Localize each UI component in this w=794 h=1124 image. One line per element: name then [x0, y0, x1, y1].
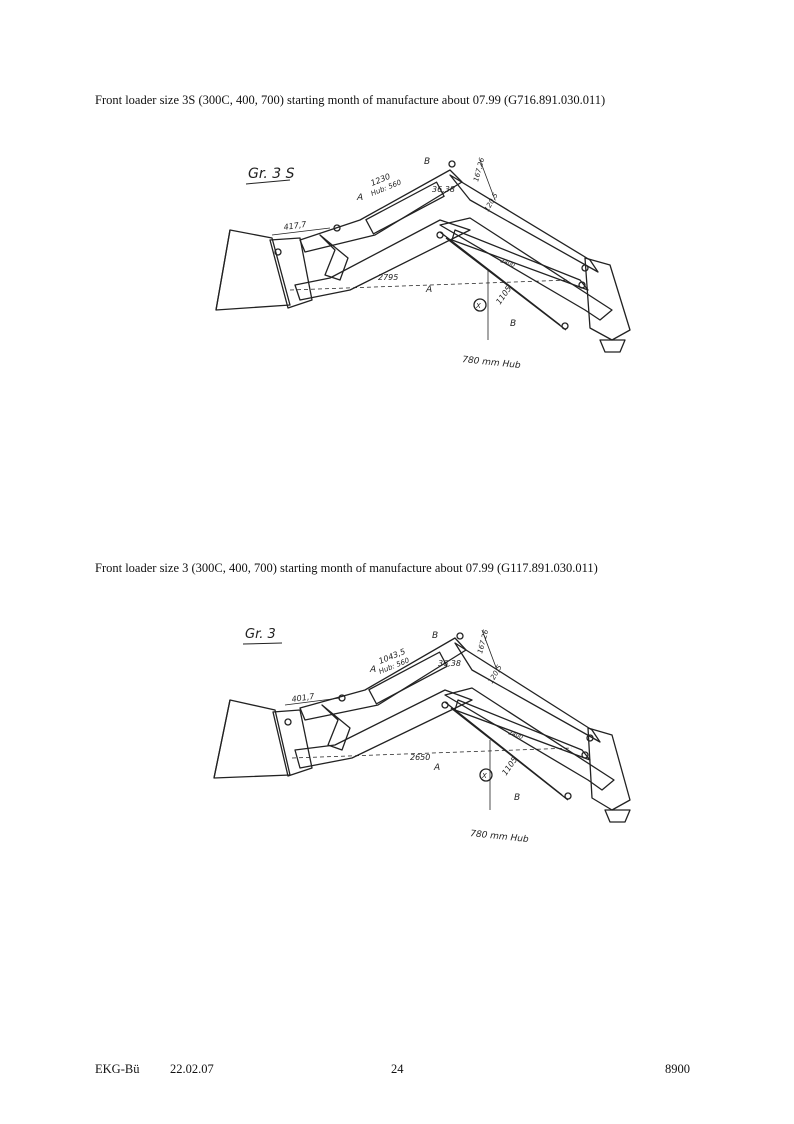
sketch-title: Gr. 3 S — [248, 166, 295, 182]
footer-author: EKG-Bü — [95, 1062, 140, 1076]
dim-long: 2650 — [410, 753, 430, 762]
dim-right-top: 167,26 — [472, 156, 486, 182]
label-a-bottom: A — [433, 763, 440, 773]
footer-page-number: 24 — [391, 1062, 404, 1076]
dim-right-mid: 120,5 — [487, 663, 504, 685]
label-b-bottom: B — [510, 319, 516, 329]
label-a-bottom: A — [425, 285, 432, 295]
caption-section-1: Front loader size 3S (300C, 400, 700) st… — [95, 93, 606, 107]
label-a-top: A — [356, 193, 363, 203]
dim-arm: 2400 — [507, 729, 524, 741]
footer-code: 8900 — [665, 1062, 690, 1076]
dim-right-top: 167,26 — [476, 628, 490, 654]
label-b-bottom: B — [514, 793, 520, 803]
dim-stroke-bottom: 780 mm Hub — [462, 355, 522, 371]
dim-left: 417,7 — [283, 220, 308, 232]
dim-left: 401,7 — [291, 692, 316, 704]
dim-lower: 1105 — [494, 284, 513, 306]
dim-upper: 36,38 — [438, 659, 461, 668]
label-x: X — [475, 302, 481, 310]
front-loader-sketch-3s: Gr. 3 S 1230 Hub: 560 417,7 36,38 167,26… — [215, 156, 631, 371]
front-loader-sketch-3: Gr. 3 1043,5 Hub: 560 401,7 36,38 167,26… — [213, 627, 631, 845]
dim-right-mid: 120,5 — [483, 191, 500, 213]
label-b-top: B — [432, 631, 438, 641]
dim-stroke-bottom: 780 mm Hub — [470, 829, 530, 845]
label-x: X — [481, 772, 487, 780]
label-b-top: B — [424, 157, 430, 167]
footer-date: 22.02.07 — [170, 1062, 214, 1076]
dim-long: 2795 — [378, 273, 398, 282]
dim-lower: 1105 — [500, 755, 519, 777]
label-a-top: A — [369, 665, 376, 675]
dim-upper: 36,38 — [432, 185, 455, 194]
dim-arm: 2400 — [499, 257, 516, 269]
sketch-title: Gr. 3 — [245, 627, 276, 642]
caption-section-2: Front loader size 3 (300C, 400, 700) sta… — [95, 561, 598, 575]
